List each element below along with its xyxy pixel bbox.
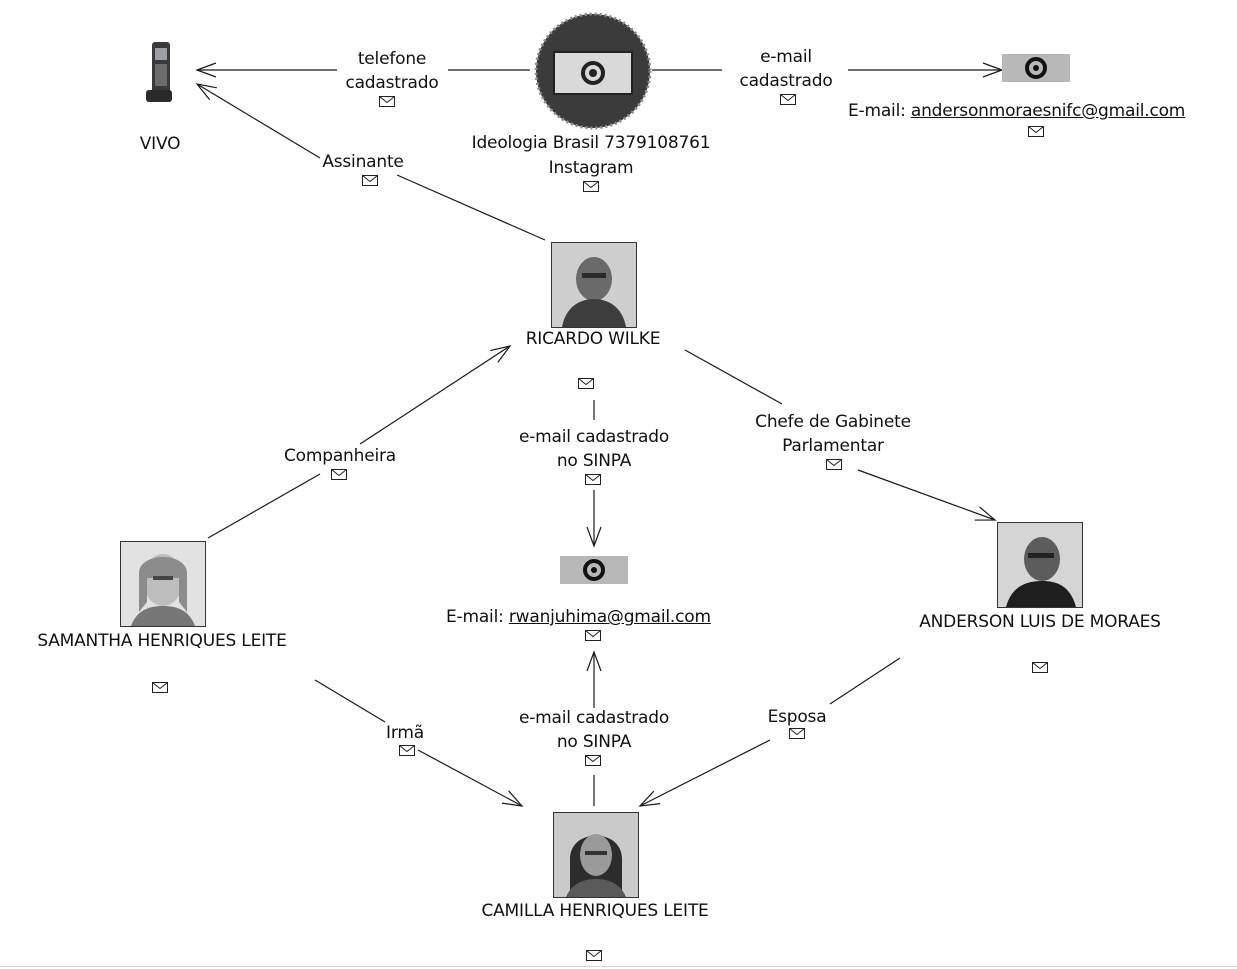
- edge-label-line: Parlamentar: [782, 436, 884, 456]
- node-label-vivo: VIVO: [139, 134, 181, 154]
- email-at-icon: [560, 556, 628, 584]
- edge-line-chefe-a: [684, 349, 783, 405]
- edge-label-line: e-mail cadastrado: [518, 708, 670, 728]
- envelope-icon[interactable]: [331, 469, 347, 480]
- edge-label-line: Assinante: [322, 152, 404, 172]
- edge-label-line: e-mail cadastrado: [518, 427, 670, 447]
- envelope-icon[interactable]: [399, 745, 415, 756]
- edge-line-esposa-b: [638, 739, 771, 807]
- envelope-icon[interactable]: [586, 950, 602, 961]
- edge-line-companheira-a: [207, 473, 321, 539]
- edge-label-line: no SINPA: [556, 732, 632, 752]
- edge-label-line: cadastrado: [345, 73, 439, 93]
- person-photo-icon: [551, 242, 637, 328]
- email-prefix: E-mail:: [446, 607, 504, 627]
- bottom-border: [0, 966, 1237, 967]
- node-label-email-top: E-mail: andersonmoraesnifc@gmail.com: [848, 100, 1228, 122]
- edge-line-irma-a: [314, 679, 386, 723]
- email-address-link[interactable]: rwanjuhima@gmail.com: [508, 607, 711, 627]
- envelope-icon[interactable]: [583, 181, 599, 192]
- person-photo-icon: [120, 541, 206, 627]
- edge-line-irma-b: [417, 749, 524, 807]
- node-label-ideologia-line2: Instagram: [548, 158, 634, 178]
- node-label-camilla: CAMILLA HENRIQUES LEITE: [481, 901, 709, 921]
- edge-label-line: telefone: [357, 49, 427, 69]
- envelope-icon[interactable]: [585, 755, 601, 766]
- email-prefix: E-mail:: [848, 101, 906, 121]
- envelope-icon[interactable]: [789, 728, 805, 739]
- mobile-phone-icon: [146, 42, 172, 102]
- edge-label-line: Companheira: [284, 446, 396, 466]
- envelope-icon[interactable]: [1032, 662, 1048, 673]
- email-at-icon: [1002, 54, 1070, 82]
- node-label-ricardo: RICARDO WILKE: [525, 329, 661, 349]
- node-label-ideologia-line1: Ideologia Brasil 7379108761: [471, 133, 711, 153]
- edge-line-assinante-a: [195, 83, 321, 159]
- edge-label-line: e-mail: [760, 47, 812, 67]
- edge-label-line: no SINPA: [556, 451, 632, 471]
- envelope-icon[interactable]: [362, 175, 378, 186]
- edge-label-line: Chefe de Gabinete: [755, 412, 911, 432]
- node-label-samantha: SAMANTHA HENRIQUES LEITE: [37, 631, 287, 651]
- envelope-icon[interactable]: [379, 96, 395, 107]
- edge-label-line: Irmã: [386, 723, 424, 743]
- envelope-icon[interactable]: [780, 94, 796, 105]
- envelope-icon[interactable]: [585, 474, 601, 485]
- edge-label-line: cadastrado: [739, 71, 833, 91]
- person-photo-icon: [997, 522, 1083, 608]
- person-photo-icon: [553, 812, 639, 898]
- envelope-icon[interactable]: [578, 378, 594, 389]
- edge-line-chefe-b: [857, 469, 997, 521]
- node-label-anderson: ANDERSON LUIS DE MORAES: [919, 612, 1161, 632]
- edge-line-esposa-a: [829, 657, 901, 705]
- envelope-icon[interactable]: [585, 630, 601, 641]
- node-label-email-mid: E-mail: rwanjuhima@gmail.com: [446, 606, 746, 628]
- instagram-profile-icon: [534, 12, 652, 130]
- envelope-icon[interactable]: [826, 459, 842, 470]
- edge-line-assinante-b: [396, 174, 546, 241]
- envelope-icon[interactable]: [152, 682, 168, 693]
- edge-label-line: Esposa: [767, 707, 827, 727]
- envelope-icon[interactable]: [1028, 126, 1044, 137]
- email-address-link[interactable]: andersonmoraesnifc@gmail.com: [910, 101, 1186, 121]
- edge-line-companheira-b: [359, 345, 512, 445]
